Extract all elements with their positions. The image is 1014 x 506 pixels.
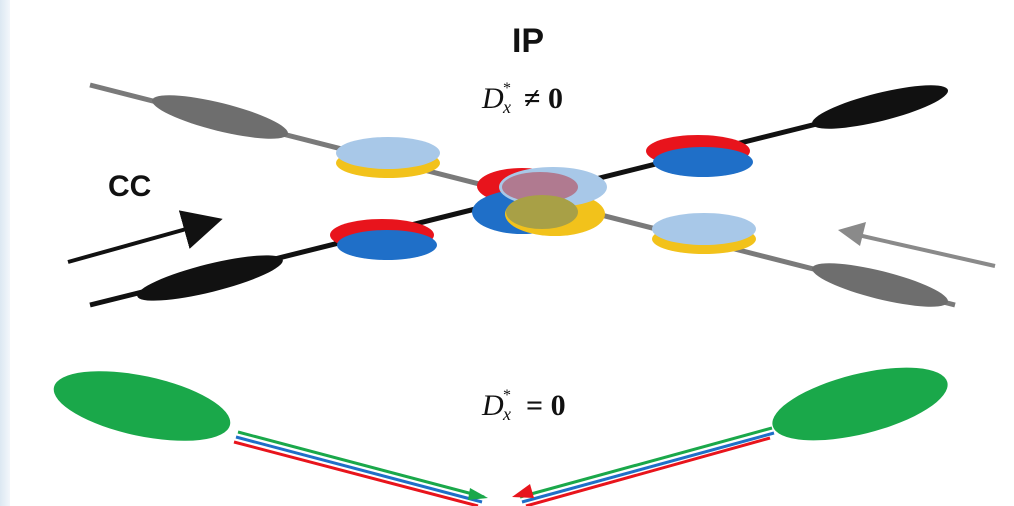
dx-nonzero-sup: * (503, 80, 511, 97)
bunch-upper-left (336, 137, 440, 178)
left-edge-strip (0, 0, 10, 506)
dx-zero-relation: = 0 (526, 389, 566, 422)
right-trajectories (512, 426, 775, 506)
left-trajectories (233, 430, 488, 506)
ip-label: IP (512, 22, 544, 60)
gray-bunch-right (811, 263, 949, 307)
cc-label: CC (108, 170, 151, 203)
dx-zero-sub: x (502, 404, 511, 424)
bunch-lower-right (652, 213, 756, 254)
ip-overlap-bunches (472, 167, 607, 236)
dx-zero-label: D * x = 0 (481, 387, 566, 424)
dx-zero-symbol: D (481, 389, 504, 422)
dx-nonzero-relation: ≠ 0 (524, 82, 563, 115)
dx-nonzero-sub: x (502, 97, 511, 117)
dx-zero-sup: * (503, 387, 511, 404)
green-bunch-right (772, 367, 948, 441)
black-bunch-left (137, 255, 283, 301)
cc-arrow (67, 210, 223, 264)
gray-arrow-right (838, 222, 996, 268)
bunch-upper-right (646, 135, 753, 177)
dx-nonzero-symbol: D (481, 82, 504, 115)
bunch-lower-left (330, 219, 437, 260)
dx-nonzero-label: D * x ≠ 0 (481, 80, 563, 117)
green-bunch-left (53, 371, 231, 441)
black-bunch-right (811, 85, 949, 129)
gray-bunch-left (151, 95, 289, 139)
